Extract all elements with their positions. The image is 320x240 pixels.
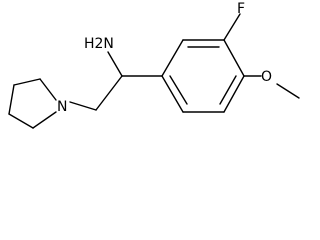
fluorine-label: F — [237, 1, 245, 17]
nitrogen-label: N — [57, 99, 67, 115]
chemical-structure-diagram: H2N F O N — [8, 1, 300, 129]
bond-ch2-ch — [95, 75, 123, 111]
bond-ch-nh2 — [107, 51, 123, 77]
ethyl-linker — [69, 51, 163, 111]
ring-double-bond-3 — [169, 75, 188, 105]
bond-c-f — [223, 13, 241, 41]
substituents — [223, 13, 300, 99]
bond-n-c2 — [32, 111, 57, 129]
oxygen-label: O — [261, 69, 272, 85]
bond-c3-c4 — [8, 84, 15, 115]
benzene-ring — [161, 39, 245, 113]
ring-bond-3 — [223, 39, 245, 77]
bond-o-ch3 — [276, 83, 300, 99]
ring-bond-1 — [161, 39, 184, 77]
bond-n-ch2 — [69, 101, 97, 111]
bond-c5-n — [39, 78, 57, 101]
amine-label: H2N — [84, 36, 114, 52]
ring-bond-4 — [223, 75, 245, 113]
ring-bond-6 — [161, 75, 184, 113]
pyrrolidine-ring — [8, 78, 57, 129]
bond-c4-c5 — [13, 78, 41, 86]
ring-double-bond-2 — [219, 75, 237, 105]
bond-c2-c3 — [8, 113, 34, 129]
